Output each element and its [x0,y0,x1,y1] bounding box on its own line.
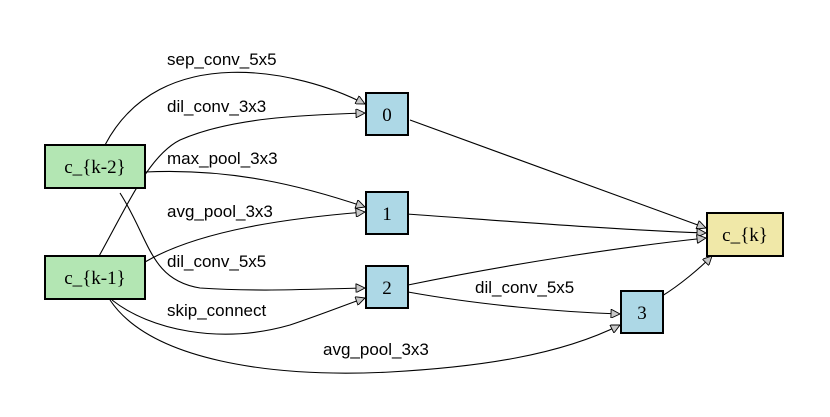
node-ck2: c_{k-2} [44,144,146,189]
edge-3-to-ck [661,256,712,297]
edge-label: avg_pool_3x3 [167,202,273,221]
edge-label: max_pool_3x3 [167,149,278,168]
edge-ck1-to-3 [109,299,620,374]
edge-label: dil_conv_5x5 [475,278,574,297]
edge-1-to-ck [405,213,706,233]
edge-0-to-ck [409,119,706,228]
edge-ck1-to-2 [111,298,365,335]
node-ck1: c_{k-1} [44,255,146,300]
edge-label: skip_connect [167,301,267,320]
node-label: 0 [382,105,392,126]
edge-2-to-3 [407,291,620,314]
edge-ck2-to-1 [144,170,365,207]
edge-ck2-to-2 [119,192,365,290]
node-1: 1 [365,191,409,235]
edge-label: sep_conv_5x5 [167,50,277,69]
node-label: 3 [637,303,647,324]
node-0: 0 [365,92,409,136]
edge-ck2-to-0 [104,71,365,146]
edge-2-to-ck [407,238,706,286]
node-label: c_{k-2} [64,157,126,178]
edge-label: avg_pool_3x3 [323,340,429,359]
edge-ck1-to-0 [97,113,365,259]
node-label: 1 [382,204,392,225]
edge-label: dil_conv_3x3 [167,97,266,116]
node-label: c_{k-1} [64,268,126,289]
edge-label: dil_conv_5x5 [167,252,266,271]
node-label: c_{k} [722,225,768,246]
node-2: 2 [365,265,409,309]
node-label: 2 [382,278,392,299]
node-3: 3 [620,290,664,334]
node-ck: c_{k} [706,212,784,257]
edge-ck1-to-1 [144,212,365,263]
